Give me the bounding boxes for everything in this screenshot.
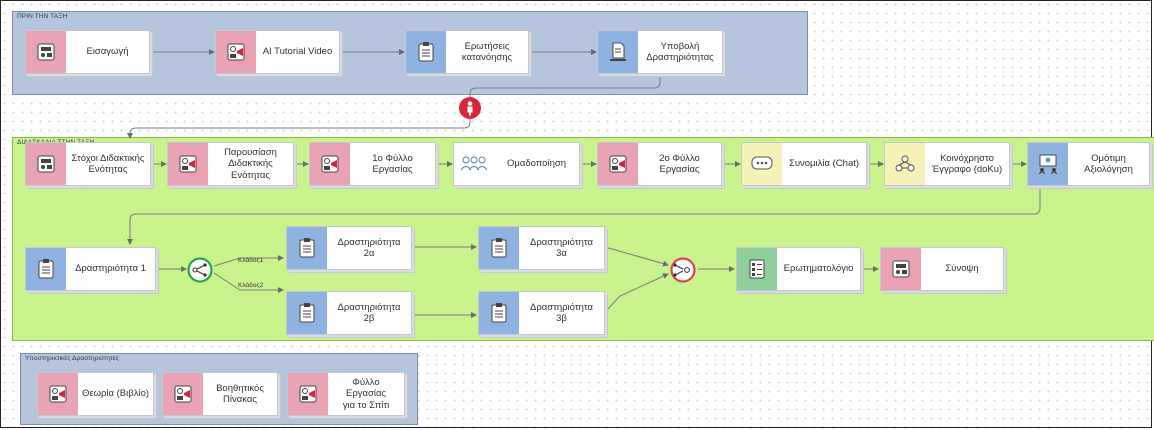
node-video[interactable]: AI Tutorial Video — [215, 30, 340, 74]
clipboard-icon — [479, 227, 519, 269]
node-video-label: AI Tutorial Video — [262, 46, 333, 58]
peer-review-icon — [1028, 143, 1068, 185]
branch-label-1: Κλάδος1 — [238, 256, 264, 264]
link-act3b-merge — [604, 273, 669, 313]
people-group-icon — [454, 143, 494, 185]
node-presentation[interactable]: Παρουσίαση Διδακτικής Ενότητας — [167, 142, 294, 186]
shared-document-icon — [885, 143, 925, 185]
link-hub-goals — [127, 118, 471, 139]
node-grouping[interactable]: Ομαδοποίηση — [453, 142, 580, 186]
group-label-support: Υποστηρικτικές Δραστηριότητες — [25, 355, 120, 362]
document-upload-icon — [598, 31, 638, 73]
group-label-before: ΠΡΙΝ ΤΗΝ ΤΑΞΗ — [17, 13, 68, 20]
node-act3a-label: Δραστηριότητα 3α — [530, 236, 593, 260]
link-act3a-merge — [604, 246, 669, 267]
video-icon — [38, 373, 78, 415]
node-chat[interactable]: Συνομιλία (Chat) — [741, 142, 867, 186]
node-act3a[interactable]: Δραστηριότητα 3α — [478, 226, 605, 270]
node-act2b-label: Δραστηριότητα 2β — [337, 301, 401, 325]
node-submit-label: Υποβολή Δραστηριότητας — [646, 40, 714, 64]
node-quiz-label: Ερωτηματολόγιο — [783, 263, 854, 275]
checklist-icon — [737, 248, 777, 290]
video-icon — [168, 143, 208, 185]
node-act2a-label: Δραστηριότητα 2α — [337, 236, 401, 260]
node-doc[interactable]: Κοινόχρηστο Έγγραφο (doKu) — [884, 142, 1010, 186]
node-ws2-label: 2ο Φύλλο Εργασίας — [659, 152, 700, 176]
video-icon — [310, 143, 350, 185]
chat-bubble-icon — [742, 143, 782, 185]
node-homework[interactable]: Φύλλο Εργασίας για το Σπίτι — [287, 372, 405, 416]
node-goals-label: Στόχοι Διδακτικής Ενότητας — [71, 152, 145, 176]
node-act1[interactable]: Δραστηριότητα 1 — [25, 247, 156, 291]
video-icon — [288, 373, 328, 415]
node-ws1-label: 1ο Φύλλο Εργασίας — [372, 152, 413, 176]
node-chat-label: Συνομιλία (Chat) — [788, 158, 860, 170]
clipboard-icon — [26, 248, 66, 290]
clipboard-icon — [287, 227, 327, 269]
node-act2a[interactable]: Δραστηριότητα 2α — [286, 226, 412, 270]
node-homework-label: Φύλλο Εργασίας για το Σπίτι — [342, 376, 390, 411]
node-goals[interactable]: Στόχοι Διδακτικής Ενότητας — [25, 142, 151, 186]
link-split-act2a — [213, 255, 284, 267]
clipboard-icon — [287, 292, 327, 334]
node-ws1[interactable]: 1ο Φύλλο Εργασίας — [309, 142, 436, 186]
node-grouping-label: Ομαδοποίηση — [506, 158, 567, 170]
node-submit[interactable]: Υποβολή Δραστηριότητας — [597, 30, 723, 74]
node-summary-label: Σύνοψη — [945, 263, 979, 275]
start-hub-icon[interactable] — [458, 96, 482, 120]
node-act3b-label: Δραστηριότητα 3β — [530, 301, 593, 325]
node-board[interactable]: Βοηθητικός Πίνακας — [162, 372, 278, 416]
video-icon — [163, 373, 203, 415]
node-act2b[interactable]: Δραστηριότητα 2β — [286, 291, 412, 335]
presentation-icon — [26, 31, 66, 73]
branch-label-2: Κλάδος2 — [238, 281, 264, 289]
node-peer[interactable]: Ομότιμη Αξιολόγηση — [1027, 142, 1150, 186]
split-gateway-icon[interactable] — [186, 257, 214, 283]
video-icon — [216, 31, 256, 73]
node-theory-label: Θεωρία (Βιβλίο) — [81, 388, 150, 400]
node-act3b[interactable]: Δραστηριότητα 3β — [478, 291, 605, 335]
node-board-label: Βοηθητικός Πίνακας — [216, 382, 264, 406]
clipboard-icon — [479, 292, 519, 334]
node-act1-label: Δραστηριότητα 1 — [75, 263, 146, 275]
merge-gateway-icon[interactable] — [668, 257, 698, 283]
presentation-icon — [26, 143, 66, 185]
node-intro[interactable]: Εισαγωγή — [25, 30, 150, 74]
summary-icon — [881, 248, 921, 290]
link-split-act2b — [213, 272, 284, 293]
node-summary[interactable]: Σύνοψη — [880, 247, 1004, 291]
video-icon — [598, 143, 638, 185]
clipboard-icon — [406, 31, 446, 73]
node-theory[interactable]: Θεωρία (Βιβλίο) — [37, 372, 154, 416]
node-doc-label: Κοινόχρηστο Έγγραφο (doKu) — [931, 152, 1003, 176]
node-peer-label: Ομότιμη Αξιολόγηση — [1084, 152, 1133, 176]
node-questions-label: Ερωτήσεις κατανόησης — [461, 40, 513, 64]
link-submit-hub — [469, 75, 661, 98]
node-intro-label: Εισαγωγή — [86, 46, 129, 58]
node-ws2[interactable]: 2ο Φύλλο Εργασίας — [597, 142, 722, 186]
node-presentation-label: Παρουσίαση Διδακτικής Ενότητας — [224, 146, 277, 181]
node-quiz[interactable]: Ερωτηματολόγιο — [736, 247, 861, 291]
node-questions[interactable]: Ερωτήσεις κατανόησης — [405, 30, 529, 74]
link-peer-act1 — [127, 188, 1041, 245]
